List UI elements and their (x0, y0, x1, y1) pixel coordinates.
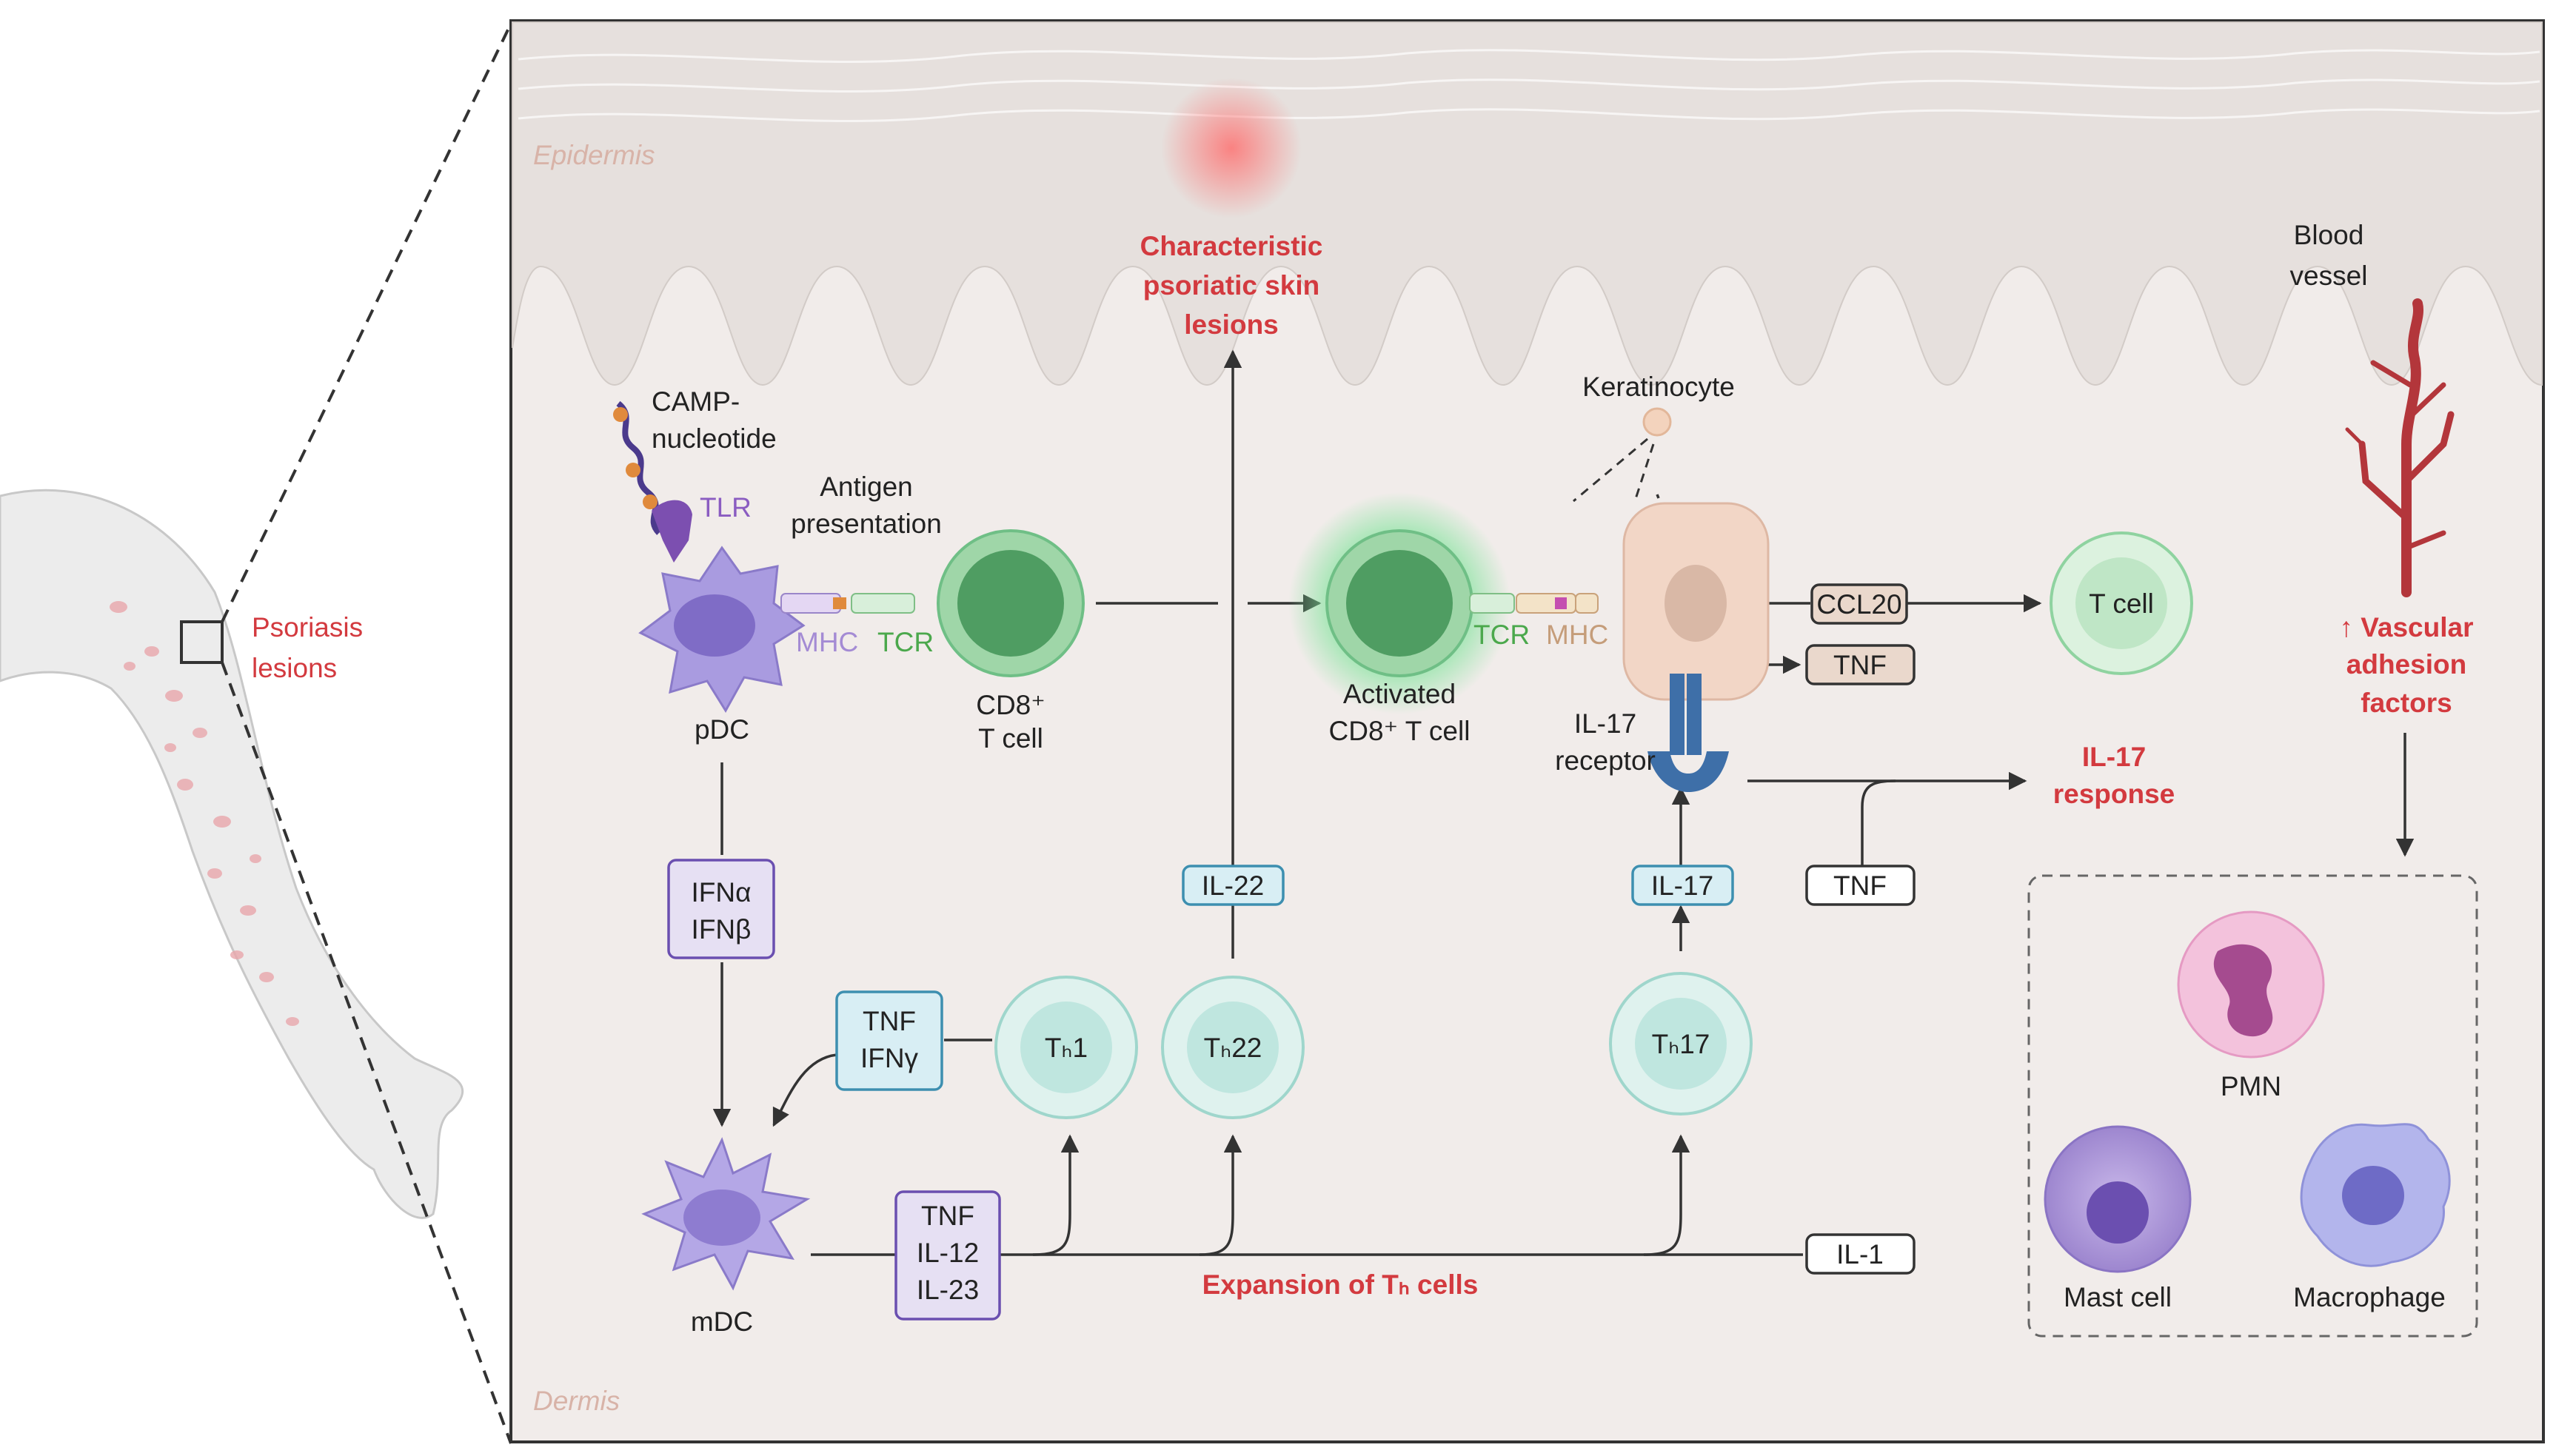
ifn-box (667, 859, 775, 959)
ifn-beta-label: IFNβ (692, 914, 752, 945)
keratinocyte-label: Keratinocyte (1582, 372, 1735, 402)
il1-label: IL-1 (1836, 1239, 1884, 1269)
tnf-output-box (1805, 644, 1916, 685)
il17-box (1631, 865, 1734, 906)
mdc-tnf-label: TNF (921, 1201, 974, 1231)
activated-label-2: CD8⁺ T cell (1329, 716, 1471, 746)
tnf-ifng-label-1: TNF (863, 1006, 916, 1036)
mast-cell-label: Mast cell (2064, 1282, 2172, 1312)
camp-label-2: nucleotide (652, 423, 777, 454)
antigen-label-1: Antigen (820, 472, 913, 502)
skin-lesion-label-1: Characteristic (1140, 231, 1323, 261)
vascular-label-2: adhesion (2346, 649, 2466, 680)
tnf-output-label: TNF (1833, 650, 1887, 680)
il22-label: IL-22 (1202, 870, 1264, 901)
vascular-label-1: ↑ Vascular (2339, 612, 2473, 643)
cd8-label-2: T cell (978, 723, 1043, 754)
il17-response-label-1: IL-17 (2082, 742, 2146, 772)
th22-label: Tₕ22 (1204, 1033, 1262, 1063)
tnf-side-box (1805, 865, 1916, 906)
ifn-alpha-label: IFNα (692, 877, 752, 908)
macrophage-cell (2300, 1123, 2451, 1267)
line-tnf-join (1861, 779, 1896, 870)
dermis-label: Dermis (533, 1386, 620, 1416)
t-cell-target (2050, 531, 2193, 675)
pmn-label: PMN (2221, 1071, 2281, 1101)
mdc-il23-label: IL-23 (917, 1275, 979, 1305)
arrow-to-mdc (772, 1053, 837, 1127)
arrow-to-th22 (1199, 1134, 1242, 1256)
camp-label-1: CAMP- (652, 386, 740, 417)
il22-box (1182, 865, 1285, 906)
th1-label: Tₕ1 (1045, 1033, 1088, 1063)
blood-vessel-label-1: Blood (2294, 220, 2364, 250)
psoriasis-label-2: lesions (252, 653, 337, 683)
keratinocyte-cell (1622, 502, 1770, 701)
keratinocyte-callout-a (1656, 494, 1660, 499)
t-cell-label: T cell (2089, 588, 2154, 619)
tlr-label: TLR (700, 492, 752, 523)
mhc-label-1: MHC (796, 627, 858, 657)
mdc-cytokine-box (894, 1190, 1001, 1321)
keratinocyte-mini (1642, 407, 1672, 437)
skin-lesion-label-3: lesions (1184, 309, 1279, 340)
th17-cell (1609, 972, 1753, 1116)
mdc-label: mDC (691, 1306, 753, 1337)
macrophage-label: Macrophage (2293, 1282, 2446, 1312)
receptor-label-2: receptor (1555, 745, 1656, 776)
zoom-line-top (221, 23, 512, 623)
pmn-cell (2177, 910, 2325, 1059)
epidermis-label: Epidermis (533, 140, 655, 170)
immune-cells-box (2027, 874, 2478, 1338)
tcr-label-2: TCR (1473, 620, 1530, 650)
mhc-tcr-complex-1 (780, 593, 915, 614)
skin-lesion-label-2: psoriatic skin (1143, 270, 1320, 301)
arm-illustration: Psoriasis lesions (0, 23, 512, 1444)
keratinocyte-callout (1573, 437, 1655, 503)
blood-vessel-icon (2345, 298, 2455, 597)
zoom-line-bottom (221, 662, 512, 1444)
tnf-side-label: TNF (1833, 870, 1887, 901)
tcr-label-1: TCR (877, 627, 934, 657)
cd8-label-1: CD8⁺ (976, 690, 1046, 720)
blood-vessel-label-2: vessel (2290, 261, 2368, 291)
arrow-to-th1 (1032, 1134, 1080, 1256)
cd8-t-cell (937, 529, 1085, 677)
tnf-ifng-box (835, 990, 943, 1091)
th22-cell (1161, 976, 1305, 1119)
il17-response-label-2: response (2053, 779, 2175, 809)
stratum-lines (518, 49, 2540, 122)
tnf-ifng-label-2: IFNγ (860, 1043, 919, 1073)
zoom-box (180, 620, 224, 664)
psoriasis-label-1: Psoriasis (252, 612, 363, 643)
expansion-label: Expansion of Tₕ cells (1202, 1269, 1479, 1300)
mdc-il12-label: IL-12 (917, 1238, 979, 1268)
il17-label: IL-17 (1651, 870, 1713, 901)
mhc-tcr-complex-2 (1469, 593, 1599, 614)
ccl20-box (1810, 583, 1908, 625)
lesion-glow (1161, 78, 1302, 218)
antigen-label-2: presentation (791, 509, 942, 539)
il1-box (1805, 1233, 1916, 1275)
mast-cell (2044, 1125, 2192, 1273)
receptor-label-1: IL-17 (1574, 708, 1636, 739)
pdc-label: pDC (695, 714, 749, 745)
il17-receptor (1647, 674, 1729, 792)
mhc-label-2: MHC (1546, 620, 1608, 650)
activated-label-1: Activated (1343, 679, 1456, 709)
activated-cd8-t-cell (1325, 529, 1473, 677)
lesion-spots (110, 601, 299, 1026)
ccl20-label: CCL20 (1816, 589, 1901, 620)
mdc-cell (641, 1137, 811, 1291)
th1-cell (994, 976, 1138, 1119)
th17-label: Tₕ17 (1652, 1029, 1710, 1059)
vascular-label-3: factors (2361, 688, 2452, 718)
arrow-to-th17 (1643, 1134, 1690, 1256)
pdc-cell (613, 400, 806, 713)
